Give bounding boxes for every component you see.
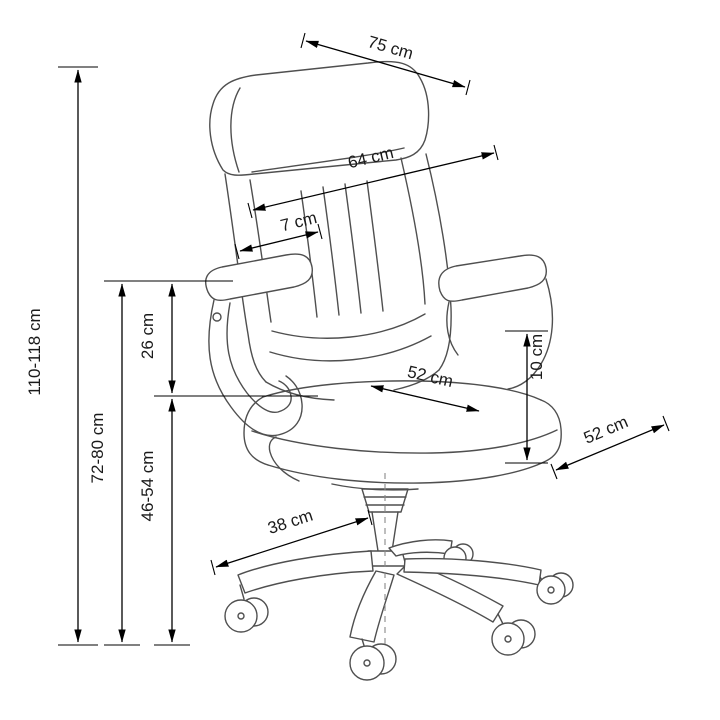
seat-front-edge xyxy=(243,396,269,466)
dimension-total-height: 110-118 cm xyxy=(25,66,98,646)
dimension-cushion-thickness: 10 cm xyxy=(505,330,548,464)
dimension-seat-width: 52 cm xyxy=(370,362,480,412)
dim-label-backrest-width: 64 cm xyxy=(346,143,395,172)
lumbar-seams xyxy=(269,313,432,362)
dim-label-armrest-setback: 7 cm xyxy=(278,208,318,235)
tilt-lever xyxy=(268,436,300,482)
caster-left-hub xyxy=(237,612,245,620)
seat-bottom-edge xyxy=(267,399,562,484)
right-armrest-pad xyxy=(438,254,547,302)
extension-line xyxy=(104,280,233,646)
armrest-knob xyxy=(212,312,222,322)
dim-label-cushion-thickness: 10 cm xyxy=(527,334,546,380)
backrest-left-edge xyxy=(224,173,267,383)
dimension-backrest-width: 64 cm xyxy=(247,143,499,219)
extension-line xyxy=(300,32,471,96)
dim-label-seat-width: 52 cm xyxy=(406,362,455,391)
chair-illustration xyxy=(204,60,574,681)
dimension-arrow xyxy=(370,385,480,412)
caster-left-wheel xyxy=(224,599,258,633)
gas-lift-cylinder xyxy=(371,511,399,552)
left-armrest-loop-outer xyxy=(208,299,303,437)
caster-right-front-hub xyxy=(504,635,512,643)
extension-line xyxy=(247,144,499,219)
dim-label-armrest-above-seat: 26 cm xyxy=(138,313,157,359)
base-leg-front xyxy=(349,570,395,643)
caster-front-hub xyxy=(363,659,371,667)
backrest-stitching xyxy=(300,180,384,318)
base-leg-back xyxy=(388,539,453,557)
extension-line xyxy=(505,330,548,464)
caster-front-wheel xyxy=(349,645,385,681)
dim-label-armrest-floor-height: 72-80 cm xyxy=(88,413,107,484)
dim-label-backrest-top-depth: 75 cm xyxy=(366,32,416,63)
seat-side-seam xyxy=(251,429,558,454)
dimension-seat-depth: 52 cm xyxy=(550,412,670,480)
caster-right-hub xyxy=(547,586,555,594)
dim-label-seat-floor-height: 46-54 cm xyxy=(138,451,157,522)
dimension-arrow xyxy=(252,152,495,211)
dim-label-total-height: 110-118 cm xyxy=(25,308,44,395)
extension-line xyxy=(550,415,670,480)
seat-top-edge xyxy=(262,380,542,401)
headrest-outline xyxy=(209,60,430,176)
caster-left-stem xyxy=(239,584,245,600)
dimension-armrest-above-seat: 26 cm xyxy=(138,283,318,397)
dim-label-base-arm-length: 38 cm xyxy=(265,506,315,538)
right-armrest-support xyxy=(446,278,554,390)
extension-line xyxy=(234,223,323,260)
caster-right-wheel xyxy=(536,575,566,605)
caster-right-front-wheel xyxy=(491,622,525,656)
backrest-right-edge xyxy=(425,153,452,371)
dimension-backrest-top-depth: 75 cm xyxy=(300,32,471,96)
dimension-arrow xyxy=(215,517,369,568)
extension-line xyxy=(210,509,373,576)
dimension-armrest-floor-height: 72-80 cm xyxy=(88,280,233,646)
dimension-arrow xyxy=(305,40,466,88)
left-armrest-pad xyxy=(204,253,313,301)
base-leg-left xyxy=(237,550,374,594)
extension-line xyxy=(58,66,98,646)
dimension-arrow xyxy=(239,231,319,252)
dimension-arrow xyxy=(555,424,665,471)
dimension-seat-floor-height: 46-54 cm xyxy=(138,398,190,646)
